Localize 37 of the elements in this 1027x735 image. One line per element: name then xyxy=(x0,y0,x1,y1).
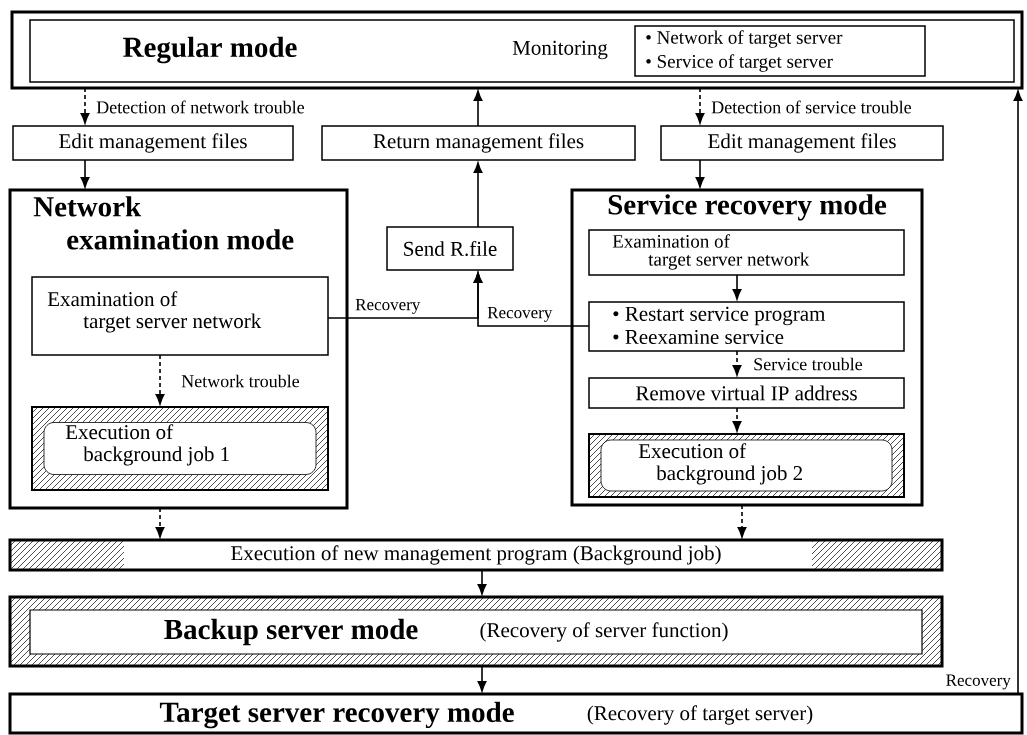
arrow xyxy=(695,159,705,188)
arrow xyxy=(80,87,90,124)
arrow xyxy=(732,350,742,376)
process-box: Edit management files xyxy=(12,125,294,161)
arrow xyxy=(477,569,487,595)
bullet-list-box: • Network of target server • Service of target server xyxy=(634,25,926,77)
hatched-mode-box: Backup server mode (Recovery of server function) xyxy=(8,595,944,668)
hatched-job-box: Execution of background job 2 xyxy=(588,433,905,498)
edge-label: Network trouble xyxy=(180,373,301,389)
hatched-program-bar: Execution of new management program (Background job) xyxy=(8,538,944,572)
arrow xyxy=(155,354,165,405)
arrow xyxy=(473,90,483,127)
hatched-job-box: Execution of background job 1 xyxy=(31,406,329,491)
process-box: • Restart service program • Reexamine service xyxy=(588,301,905,352)
arrow xyxy=(737,504,747,538)
process-box: Edit management files xyxy=(660,125,944,161)
edge-label: Detection of service trouble xyxy=(710,99,913,115)
arrow xyxy=(473,272,590,327)
mode-box: Target server recovery mode (Recovery of target server) xyxy=(8,692,1024,735)
process-box: Remove virtual IP address xyxy=(588,377,905,409)
edge-label: Recovery xyxy=(486,306,554,323)
edge-label: Service trouble xyxy=(752,356,864,372)
arrow xyxy=(155,507,165,538)
process-box: Examination of target server network xyxy=(588,229,905,276)
edge-label: Recovery xyxy=(354,298,422,315)
process-box: Send R.file xyxy=(386,226,514,271)
process-box: Return management files xyxy=(321,125,636,161)
arrow xyxy=(473,162,483,228)
arrow xyxy=(1013,90,1023,695)
arrow xyxy=(732,274,742,300)
arrow xyxy=(732,407,742,432)
edge-label: Detection of network trouble xyxy=(95,99,306,115)
process-box: Examination of target server network xyxy=(31,276,329,356)
edge-label: Recovery xyxy=(944,673,1012,691)
arrow xyxy=(477,665,487,692)
arrow xyxy=(695,87,705,124)
arrow xyxy=(80,159,90,188)
